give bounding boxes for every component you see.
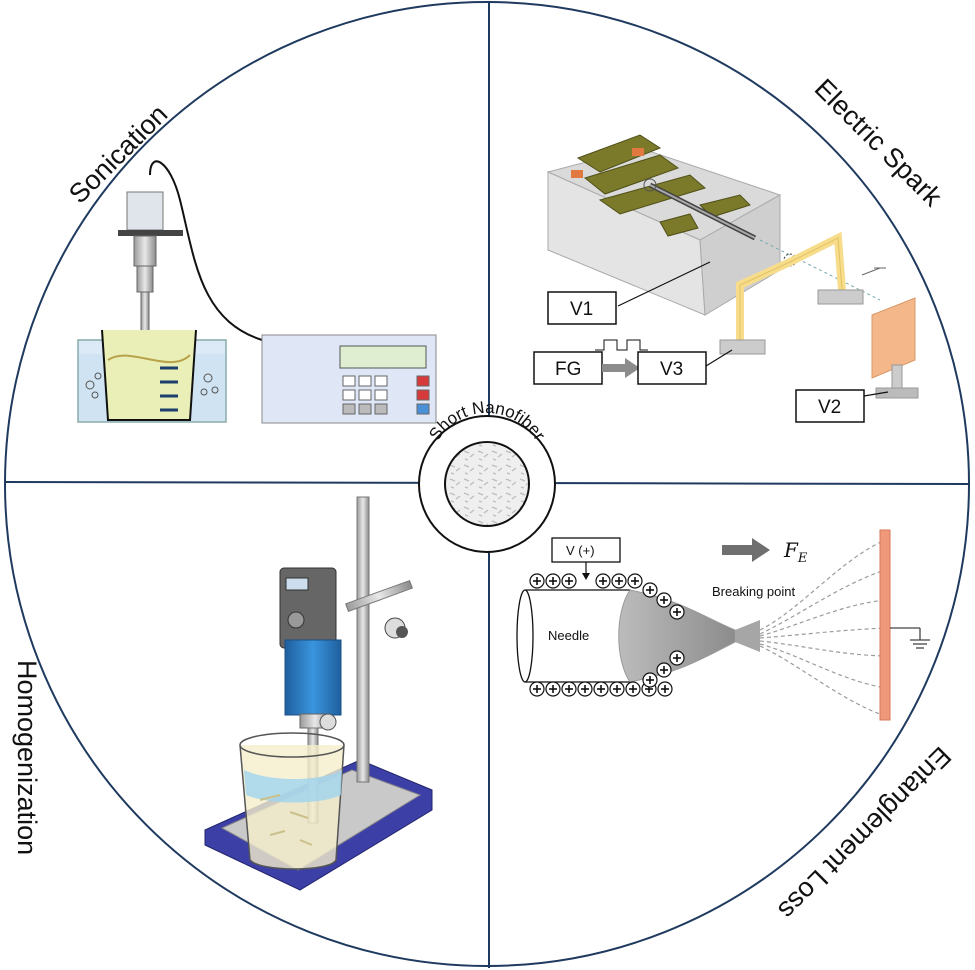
fg-label: FG xyxy=(555,359,581,380)
positive-charge-icon xyxy=(577,681,593,697)
fiber-jets xyxy=(759,539,886,717)
positive-charge-icon xyxy=(669,650,685,666)
fg-arrow-icon xyxy=(602,358,640,378)
ground-icon xyxy=(890,627,930,649)
voltage-label: V (+) xyxy=(566,543,595,558)
v2-box xyxy=(795,389,865,423)
center-badge: Short Nanofiber xyxy=(418,398,556,553)
positive-charge-icon xyxy=(561,681,577,697)
positive-charge-icon xyxy=(669,604,685,620)
positive-charge-icon xyxy=(627,573,643,589)
homogenization-title: Homogenization xyxy=(12,660,42,855)
v3-label: V3 xyxy=(660,359,683,380)
positive-charge-icon xyxy=(611,573,627,589)
charge-symbols xyxy=(529,573,685,697)
v2-label: V2 xyxy=(818,397,841,418)
spark-electrode-icon xyxy=(719,231,886,355)
positive-charge-icon xyxy=(561,573,577,589)
positive-charge-icon xyxy=(593,681,609,697)
pulse-signal-icon xyxy=(595,339,648,351)
sonicator-controller-icon xyxy=(261,334,437,424)
collector-plate xyxy=(879,529,891,721)
breaking-point-label: Breaking point xyxy=(712,584,795,599)
needle-icon: Needle xyxy=(516,589,760,683)
positive-charge-icon xyxy=(642,672,658,688)
positive-charge-icon xyxy=(595,573,611,589)
positive-charge-icon xyxy=(529,573,545,589)
positive-charge-icon xyxy=(609,681,625,697)
positive-charge-icon xyxy=(529,681,545,697)
positive-charge-icon xyxy=(545,573,561,589)
positive-charge-icon xyxy=(642,582,658,598)
positive-charge-icon xyxy=(625,681,641,697)
collector-plate-icon xyxy=(871,297,919,399)
voltage-box xyxy=(551,537,621,563)
spark-chamber-icon xyxy=(546,134,881,316)
homogenization-quadrant: Homogenization xyxy=(12,496,433,891)
homogenizer-body-icon xyxy=(279,567,342,824)
positive-charge-icon xyxy=(656,592,672,608)
v1-label: V1 xyxy=(570,299,593,320)
force-arrow-icon xyxy=(722,538,770,562)
force-label: FE xyxy=(783,538,808,566)
positive-charge-icon xyxy=(545,681,561,697)
v1-box xyxy=(547,291,617,325)
positive-charge-icon xyxy=(657,681,673,697)
v3-box xyxy=(637,351,707,385)
needle-label: Needle xyxy=(548,628,589,643)
sonication-bath-icon xyxy=(77,329,227,423)
positive-charge-icon xyxy=(656,662,672,678)
beaker-icon xyxy=(239,732,345,870)
